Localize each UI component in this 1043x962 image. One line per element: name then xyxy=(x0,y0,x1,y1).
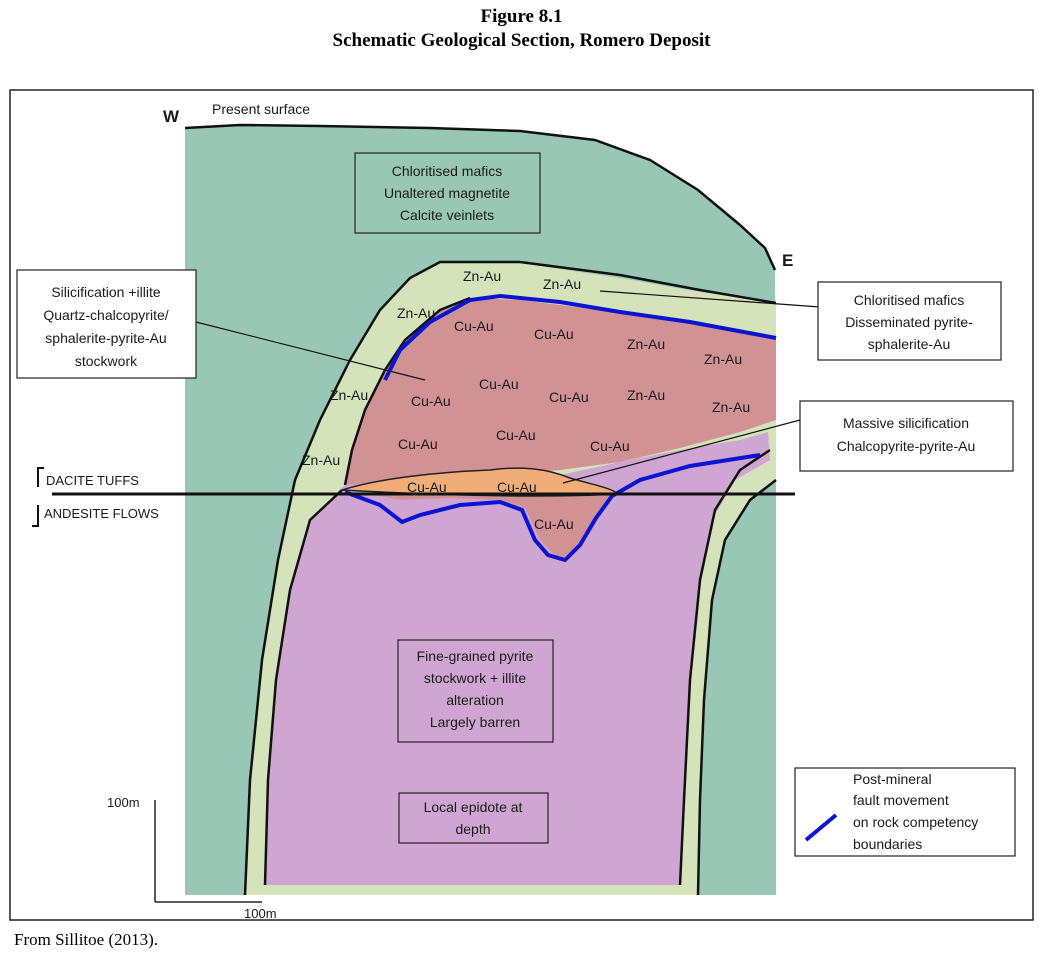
halo-outer-contact xyxy=(243,260,777,896)
svg-text:on rock competency: on rock competency xyxy=(853,814,978,830)
cu-au-label: Cu-Au xyxy=(411,393,451,409)
svg-text:Massive silicification: Massive silicification xyxy=(843,415,969,431)
figure-source: From Sillitoe (2013). xyxy=(14,930,159,949)
cu-au-label: Cu-Au xyxy=(454,318,494,334)
svg-text:Quartz-chalcopyrite/: Quartz-chalcopyrite/ xyxy=(43,307,168,323)
right-contact-inner xyxy=(678,448,771,886)
chloritised-upper-callout: Chloritised mafics Unaltered magnetite C… xyxy=(354,152,541,234)
svg-text:Chloritised mafics: Chloritised mafics xyxy=(854,292,964,308)
leader-line xyxy=(195,321,426,381)
dacite-arrow-icon xyxy=(37,467,44,487)
svg-text:fault movement: fault movement xyxy=(853,792,949,808)
vertical-scale-label: 100m xyxy=(107,795,140,810)
cu-au-label: Cu-Au xyxy=(398,436,438,452)
left-inner-contact xyxy=(263,489,343,886)
svg-text:Unaltered magnetite: Unaltered magnetite xyxy=(384,185,510,201)
cu-au-label: Cu-Au xyxy=(496,427,536,443)
right-contact-outer xyxy=(696,479,777,896)
scale-bar: 100m 100m xyxy=(107,795,277,921)
fault-upper xyxy=(383,293,777,381)
figure-title: Schematic Geological Section, Romero Dep… xyxy=(332,30,711,51)
dacite-tuffs-label: DACITE TUFFS xyxy=(46,473,139,488)
cu-au-lower-lobe xyxy=(350,490,615,560)
svg-text:Local epidote at: Local epidote at xyxy=(424,799,523,815)
horizontal-scale-label: 100m xyxy=(244,906,277,921)
pyrite-stockwork-callout: Fine-grained pyrite stockwork + illite a… xyxy=(397,639,554,743)
fault-lower xyxy=(344,453,761,563)
svg-text:stockwork: stockwork xyxy=(75,353,138,369)
svg-text:Fine-grained pyrite: Fine-grained pyrite xyxy=(417,648,534,664)
svg-text:alteration: alteration xyxy=(446,692,504,708)
fault-legend-swatch xyxy=(804,813,838,842)
massive-silicification-callout: Massive silicification Chalcopyrite-pyri… xyxy=(799,400,1014,472)
svg-text:Silicification +illite: Silicification +illite xyxy=(51,284,161,300)
svg-text:Disseminated pyrite-: Disseminated pyrite- xyxy=(845,314,973,330)
cu-au-label: Cu-Au xyxy=(407,479,447,495)
svg-text:Chloritised mafics: Chloritised mafics xyxy=(392,163,502,179)
zn-au-label: Zn-Au xyxy=(330,387,368,403)
cu-au-zone xyxy=(345,298,776,485)
zn-au-label: Zn-Au xyxy=(543,276,581,292)
silicification-callout: Silicification +illite Quartz-chalcopyri… xyxy=(16,269,197,379)
cu-au-label: Cu-Au xyxy=(479,376,519,392)
svg-text:Calcite veinlets: Calcite veinlets xyxy=(400,207,494,223)
cu-au-label: Cu-Au xyxy=(534,326,574,342)
svg-text:depth: depth xyxy=(455,821,490,837)
zn-au-label: Zn-Au xyxy=(302,452,340,468)
svg-text:Chalcopyrite-pyrite-Au: Chalcopyrite-pyrite-Au xyxy=(837,438,976,454)
fault-legend: Post-mineral fault movement on rock comp… xyxy=(794,767,1016,857)
svg-text:boundaries: boundaries xyxy=(853,836,922,852)
svg-text:sphalerite-pyrite-Au: sphalerite-pyrite-Au xyxy=(45,330,166,346)
zn-au-label: Zn-Au xyxy=(704,351,742,367)
zn-au-label: Zn-Au xyxy=(627,336,665,352)
massive-silicification-lens xyxy=(341,467,620,497)
cu-au-label: Cu-Au xyxy=(534,516,574,532)
present-surface-label: Present surface xyxy=(212,101,310,117)
cu-au-label: Cu-Au xyxy=(549,389,589,405)
leader-line xyxy=(562,419,801,484)
zn-au-label: Zn-Au xyxy=(463,268,501,284)
andesite-arrow-icon xyxy=(32,505,39,527)
svg-text:sphalerite-Au: sphalerite-Au xyxy=(868,336,951,352)
west-label: W xyxy=(163,107,180,126)
cu-au-label: Cu-Au xyxy=(497,479,537,495)
leader-line xyxy=(599,290,821,308)
svg-text:Post-mineral: Post-mineral xyxy=(853,771,932,787)
chloritised-disseminated-callout: Chloritised mafics Disseminated pyrite- … xyxy=(817,281,1002,361)
zn-au-label: Zn-Au xyxy=(712,399,750,415)
cu-au-label: Cu-Au xyxy=(590,438,630,454)
east-label: E xyxy=(782,251,793,270)
figure-frame xyxy=(9,89,1034,921)
svg-text:Largely barren: Largely barren xyxy=(430,714,520,730)
chloritised-mafics-zone xyxy=(185,125,776,895)
pyrite-stockwork-zone xyxy=(265,432,770,885)
zn-au-label: Zn-Au xyxy=(627,387,665,403)
andesite-flows-label: ANDESITE FLOWS xyxy=(44,506,159,521)
svg-text:stockwork + illite: stockwork + illite xyxy=(424,670,527,686)
figure-number: Figure 8.1 xyxy=(480,6,563,27)
zn-au-label: Zn-Au xyxy=(397,305,435,321)
epidote-callout: Local epidote at depth xyxy=(398,792,549,844)
present-surface-line xyxy=(184,123,777,271)
